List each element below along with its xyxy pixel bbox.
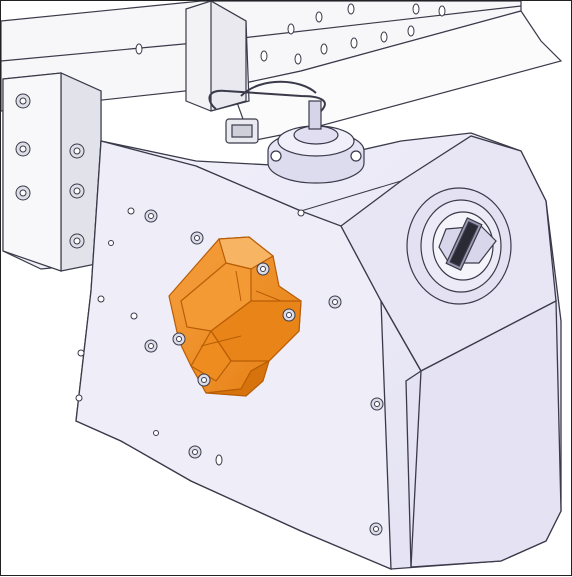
module-bolts <box>172 262 296 387</box>
sensor-connector <box>208 80 326 144</box>
control-module-highlight <box>168 236 302 397</box>
panel-bolts <box>75 207 384 536</box>
bracket-bolts <box>15 93 85 249</box>
side-bracket <box>2 72 102 272</box>
mounting-bracket-rear <box>185 1 250 112</box>
level-sensor <box>267 100 365 184</box>
filler-cap <box>406 187 512 305</box>
rail-holes <box>135 3 446 65</box>
